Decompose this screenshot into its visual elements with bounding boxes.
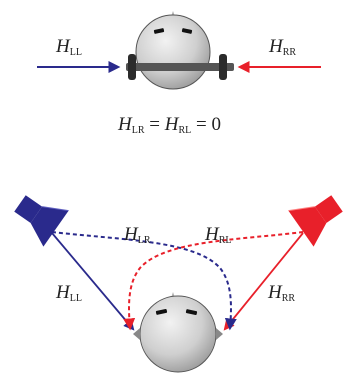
label-h-ll: HLL — [55, 282, 82, 304]
path-h-ll — [51, 232, 135, 331]
bottom-speaker-scene: HLR HRL HLL HRR — [14, 195, 343, 373]
path-h-rr — [223, 232, 304, 331]
label-h-lr: HLR — [123, 224, 151, 246]
label-h-ll-top: HLL — [55, 36, 82, 58]
path-h-rl — [123, 231, 304, 331]
label-h-rl: HRL — [204, 224, 232, 246]
top-headphone-scene: HLL HRR HLR = HRL = 0 — [37, 11, 321, 136]
head-icon — [133, 292, 223, 373]
label-h-rr: HRR — [267, 282, 295, 304]
speaker-right-icon — [288, 195, 343, 247]
equation-crosstalk-zero: HLR = HRL = 0 — [117, 114, 221, 136]
head-icon — [135, 11, 211, 90]
headphones-icon — [126, 54, 234, 80]
path-h-lr — [51, 231, 237, 331]
label-h-rr-top: HRR — [268, 36, 296, 58]
speaker-left-icon — [14, 195, 69, 247]
